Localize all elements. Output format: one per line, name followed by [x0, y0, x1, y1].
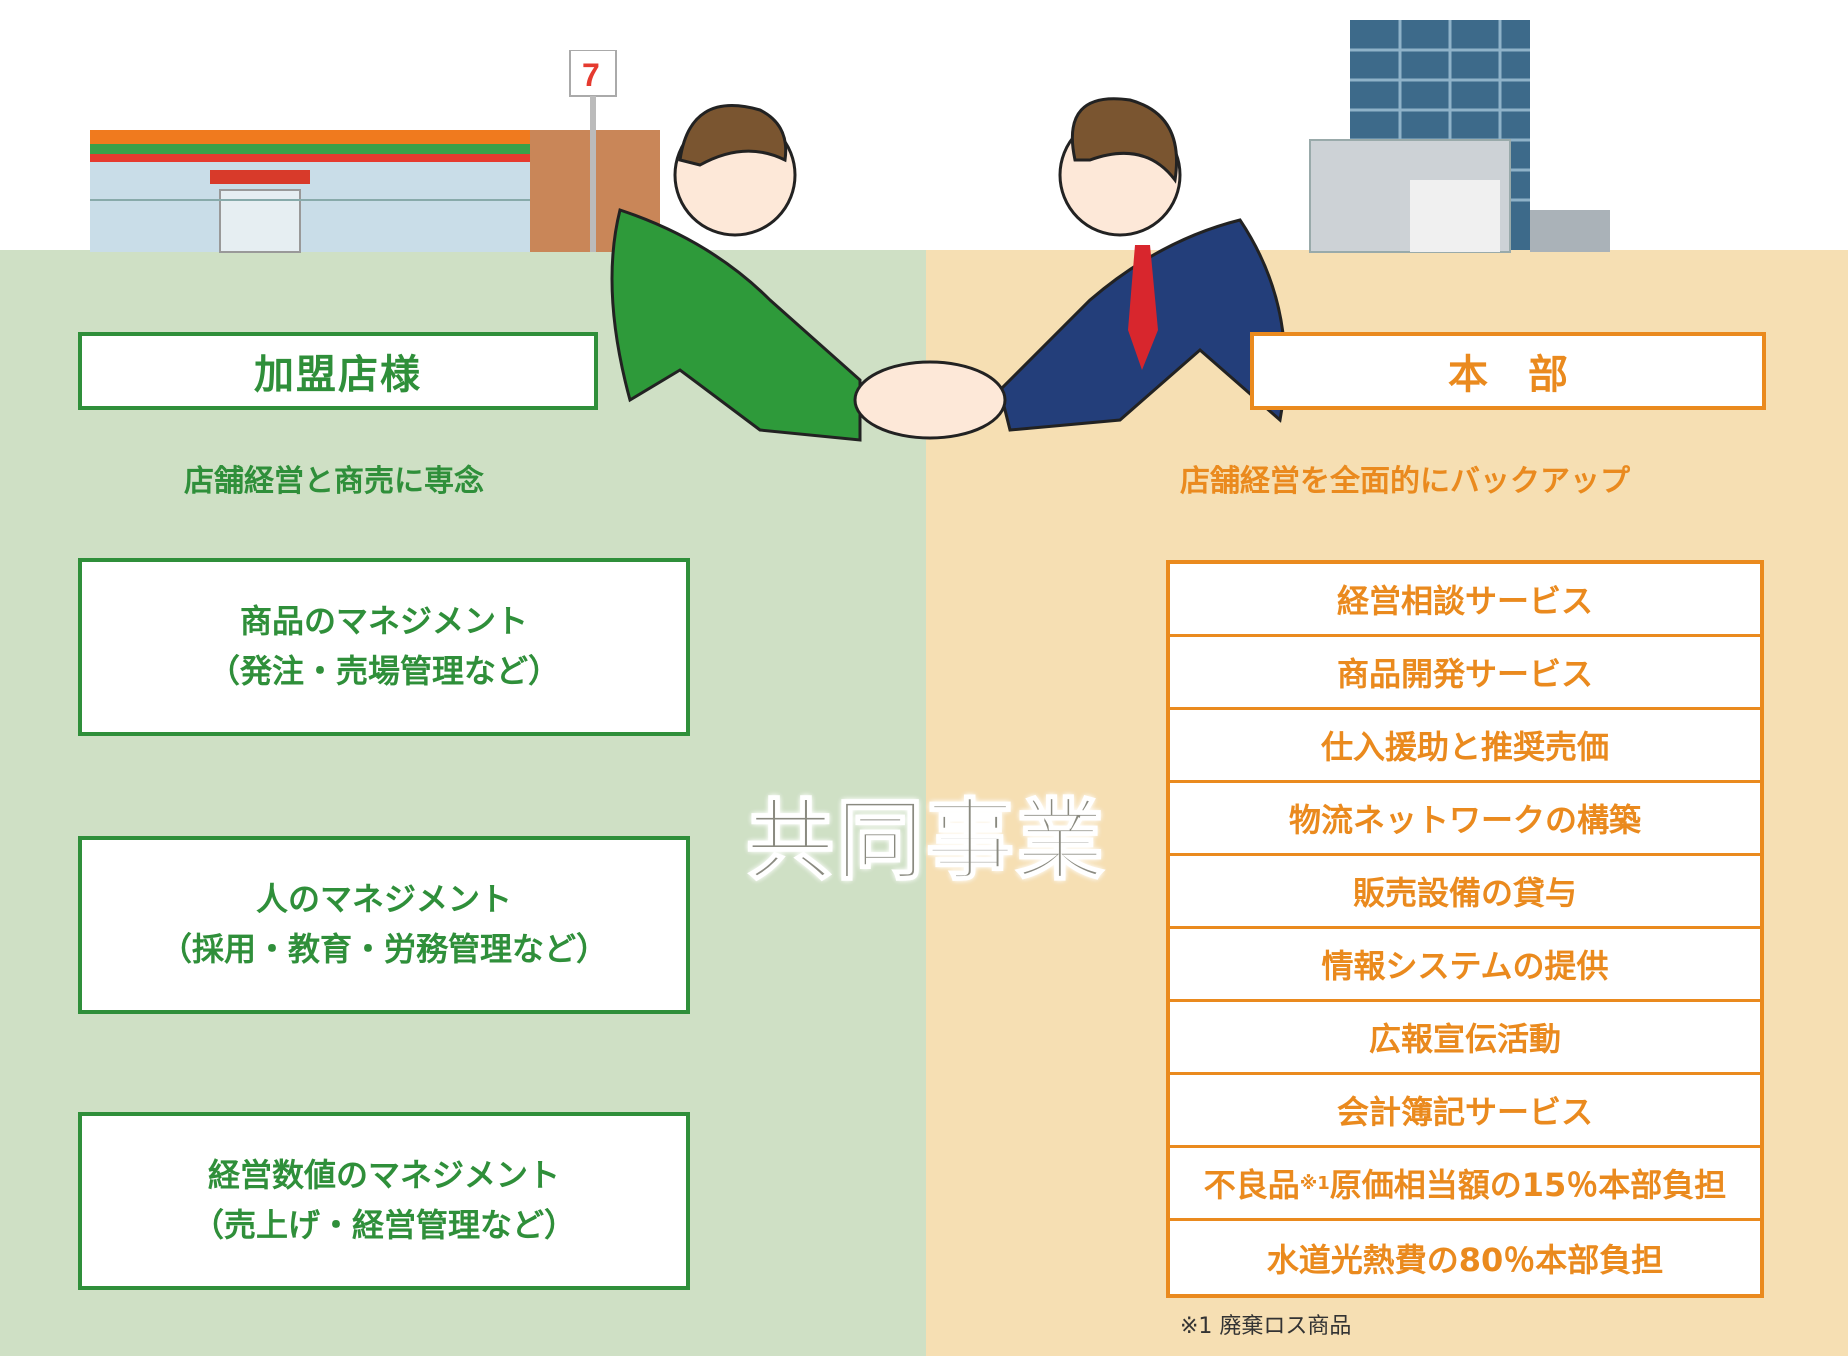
store-sign-7: 7 — [582, 57, 600, 93]
service-item: 広報宣伝活動 — [1170, 1002, 1760, 1075]
box-detail: （採用・教育・労務管理など） — [159, 930, 608, 968]
product-management-box: 商品のマネジメント （発注・売場管理など） — [78, 558, 690, 736]
item-text: 不良品 — [1203, 1166, 1300, 1204]
service-item: 経営相談サービス — [1170, 564, 1760, 637]
financial-management-box: 経営数値のマネジメント （売上げ・経営管理など） — [78, 1112, 690, 1290]
service-item: 商品開発サービス — [1170, 637, 1760, 710]
box-detail: （売上げ・経営管理など） — [191, 1206, 576, 1244]
headquarters-subtitle: 店舗経営を全面的にバックアップ — [1180, 464, 1630, 499]
headquarters-header: 本部 — [1250, 332, 1766, 410]
handshake-illustration — [610, 97, 1287, 442]
convenience-store-illustration: 7 — [90, 50, 660, 253]
franchisee-subtitle: 店舗経営と商売に専念 — [184, 464, 484, 499]
box-title: 人のマネジメント — [255, 880, 512, 919]
office-building-illustration — [1309, 20, 1610, 253]
franchisee-header: 加盟店様 — [78, 332, 598, 410]
box-title: 商品のマネジメント — [239, 602, 528, 641]
service-item: 仕入援助と推奨売価 — [1170, 710, 1760, 783]
footnote-marker: ※1 — [1299, 1172, 1330, 1194]
box-detail: （発注・売場管理など） — [207, 652, 560, 690]
service-item: 販売設備の貸与 — [1170, 856, 1760, 929]
footnote: ※1 廃棄ロス商品 — [1180, 1314, 1352, 1339]
item-text: 原価相当額の15％本部負担 — [1329, 1166, 1727, 1204]
joint-business-label: 共同事業 — [745, 788, 1106, 893]
box-title: 経営数値のマネジメント — [207, 1156, 560, 1195]
headquarters-services-list: 経営相談サービス 商品開発サービス 仕入援助と推奨売価 物流ネットワークの構築 … — [1166, 560, 1764, 1298]
service-item: 物流ネットワークの構築 — [1170, 783, 1760, 856]
service-item: 情報システムの提供 — [1170, 929, 1760, 1002]
service-item: 会計簿記サービス — [1170, 1075, 1760, 1148]
people-management-box: 人のマネジメント （採用・教育・労務管理など） — [78, 836, 690, 1014]
service-item-utilities: 水道光熱費の80％本部負担 — [1266, 1240, 1664, 1279]
